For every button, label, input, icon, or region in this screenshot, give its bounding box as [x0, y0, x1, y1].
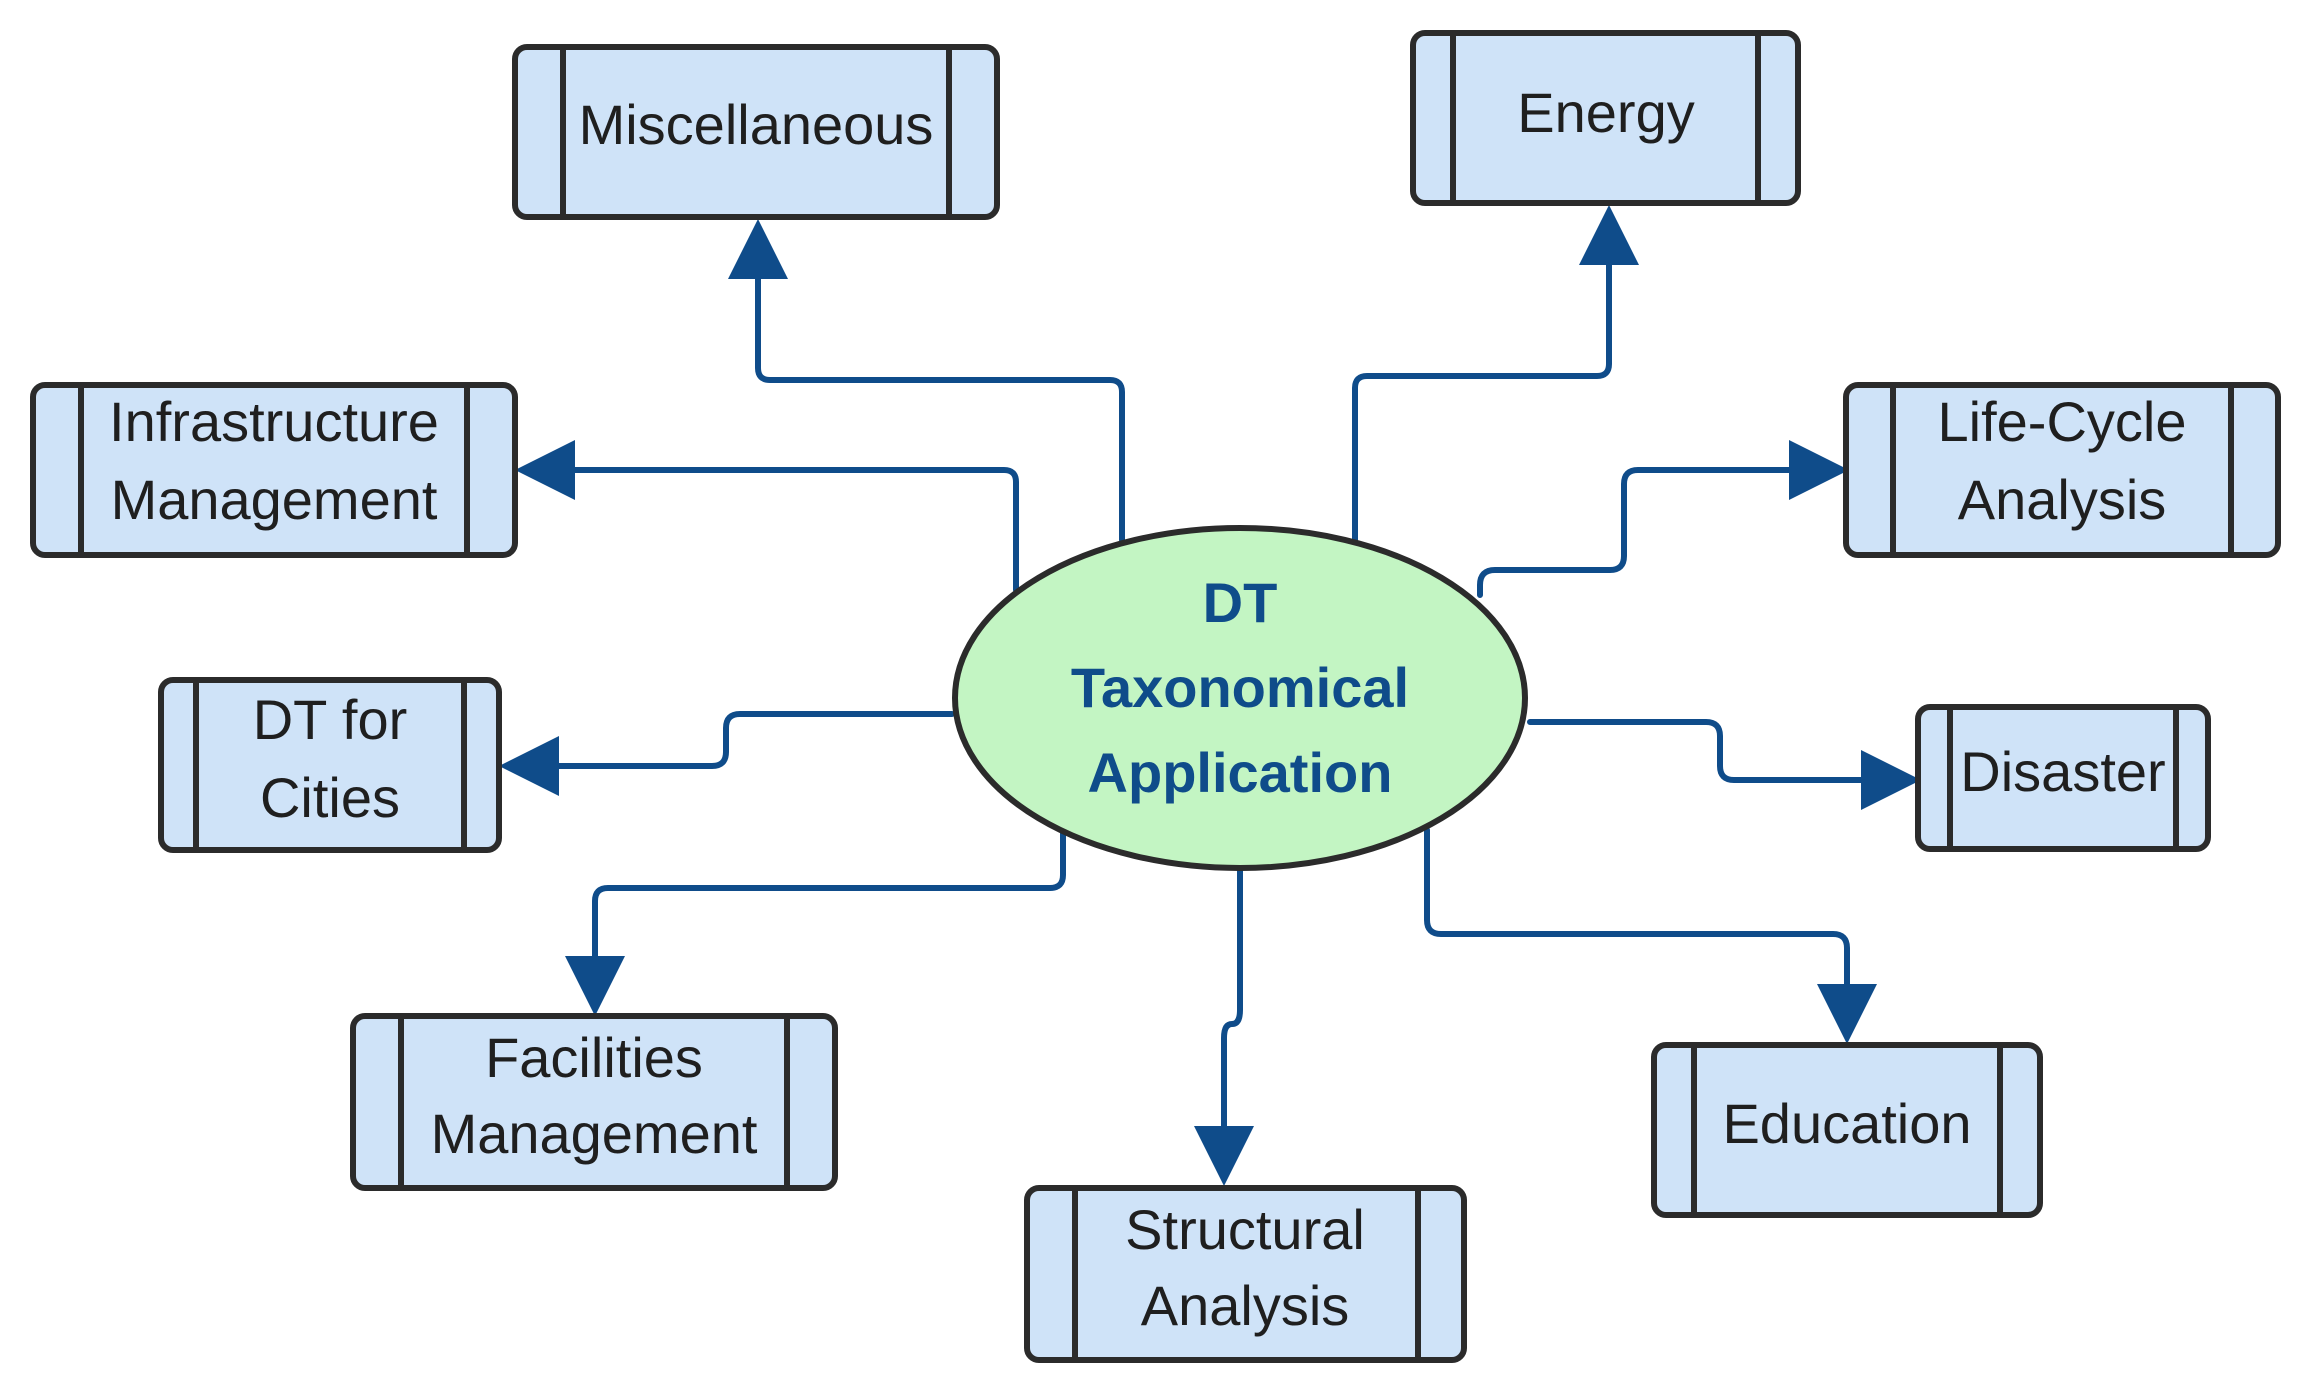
node-life-cycle-analysis[interactable]: Life-Cycle Analysis — [1843, 382, 2281, 558]
node-label: Cities — [260, 766, 400, 829]
node-label: Management — [431, 1102, 758, 1165]
node-label: Miscellaneous — [579, 93, 934, 156]
node-infrastructure-management[interactable]: Infrastructure Management — [30, 382, 518, 558]
node-facilities-management[interactable]: Facilities Management — [350, 1013, 838, 1191]
connector-miscellaneous — [728, 219, 1125, 543]
center-label: Taxonomical — [1071, 656, 1409, 719]
node-label: Energy — [1517, 81, 1694, 144]
node-disaster[interactable]: Disaster — [1915, 704, 2211, 852]
connector-life-cycle-analysis — [1477, 440, 1849, 598]
connector-facilities-management — [565, 827, 1066, 1016]
node-label: Life-Cycle — [1938, 390, 2187, 453]
node-education[interactable]: Education — [1651, 1042, 2043, 1218]
connector-infrastructure-management — [515, 440, 1019, 593]
node-label: Structural — [1125, 1198, 1365, 1261]
node-label: Infrastructure — [109, 390, 439, 453]
node-label: DT for — [253, 688, 408, 751]
node-structural-analysis[interactable]: Structural Analysis — [1024, 1185, 1467, 1363]
node-label: Analysis — [1141, 1274, 1350, 1337]
center-label: Application — [1088, 741, 1393, 804]
node-energy[interactable]: Energy — [1410, 30, 1801, 206]
center-label: DT — [1203, 571, 1278, 634]
center-node[interactable]: DT Taxonomical Application — [952, 525, 1528, 871]
connector-structural-analysis — [1194, 865, 1254, 1186]
connector-dt-for-cities — [499, 711, 955, 796]
node-label: Management — [111, 468, 438, 531]
node-label: Disaster — [1960, 740, 2165, 803]
node-miscellaneous[interactable]: Miscellaneous — [512, 44, 1000, 220]
node-dt-for-cities[interactable]: DT for Cities — [158, 677, 502, 853]
connector-energy — [1352, 205, 1639, 543]
node-label: Facilities — [485, 1026, 703, 1089]
connector-disaster — [1527, 719, 1921, 810]
connectors — [499, 205, 1921, 1186]
connector-education — [1424, 827, 1877, 1044]
node-label: Education — [1722, 1092, 1971, 1155]
node-label: Analysis — [1958, 468, 2167, 531]
